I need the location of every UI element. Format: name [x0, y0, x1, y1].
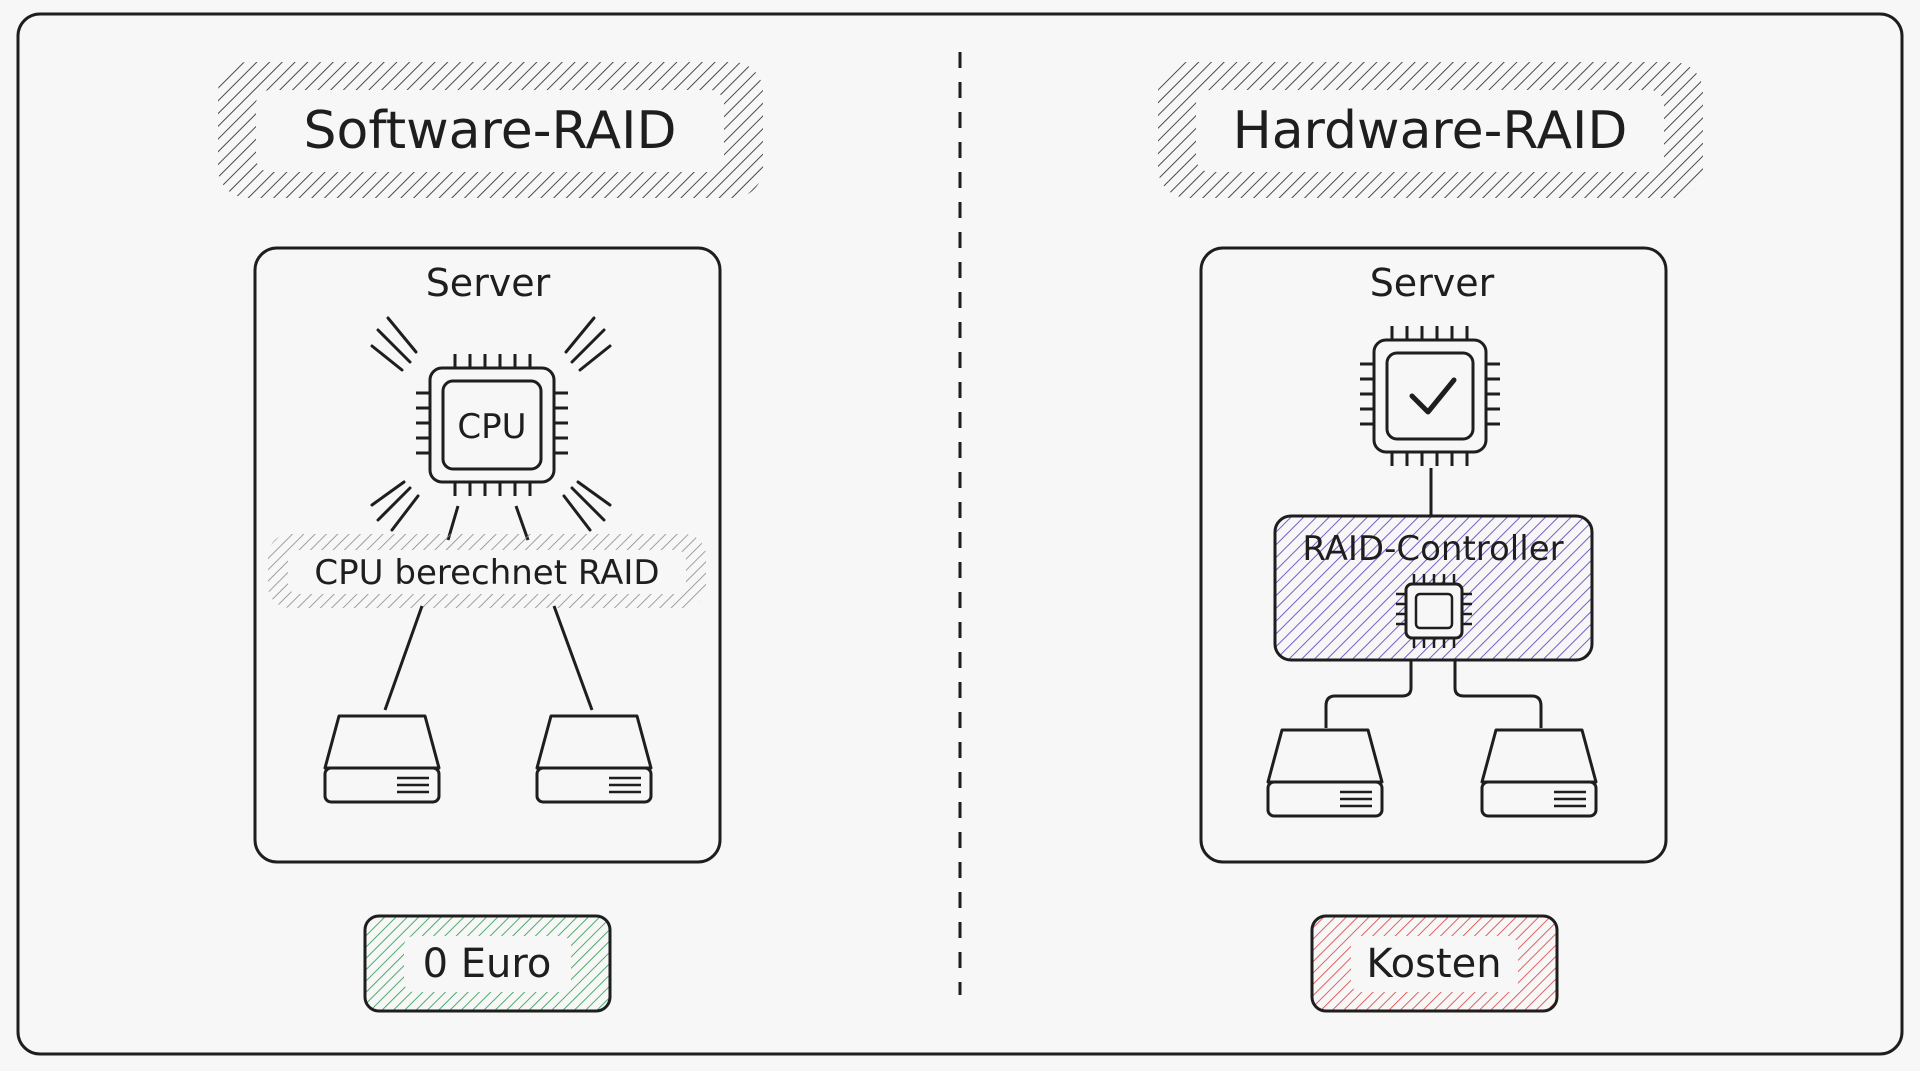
software-raid-title-box: Software-RAID — [218, 62, 763, 198]
disk-icon — [1480, 728, 1598, 818]
raid-controller-box: RAID-Controller — [1273, 514, 1594, 662]
hardware-raid-title-box: Hardware-RAID — [1158, 62, 1703, 198]
disk-icon — [535, 714, 653, 804]
hardware-raid-panel: Hardware-RAID Server — [1158, 62, 1703, 1013]
cost-badge-costs: Kosten — [1310, 914, 1559, 1013]
cpu-chip-right — [1360, 326, 1500, 466]
disk-icon — [323, 714, 441, 804]
cost-label-free: 0 Euro — [423, 941, 552, 987]
cpu-calculates-raid-box: CPU berechnet RAID — [268, 534, 706, 608]
cpu-calculates-raid-label: CPU berechnet RAID — [314, 553, 659, 593]
software-raid-panel: Software-RAID Server — [218, 62, 763, 1013]
disk-icon — [1266, 728, 1384, 818]
controller-to-disk-links — [1324, 660, 1543, 728]
server-label-left: Server — [426, 261, 551, 305]
hardware-raid-title: Hardware-RAID — [1233, 101, 1628, 161]
calc-to-disk-links — [383, 605, 594, 711]
raid-controller-label: RAID-Controller — [1302, 529, 1563, 569]
cost-label-costs: Kosten — [1366, 941, 1501, 987]
cpu-chip-left: CPU — [416, 354, 568, 496]
software-raid-title: Software-RAID — [304, 101, 677, 161]
cpu-heat-rays — [370, 316, 612, 532]
controller-chip-icon — [1396, 574, 1472, 648]
cpu-label: CPU — [457, 407, 526, 447]
cost-badge-free: 0 Euro — [363, 914, 612, 1013]
server-label-right: Server — [1370, 261, 1495, 305]
checkmark-icon — [1409, 377, 1457, 415]
